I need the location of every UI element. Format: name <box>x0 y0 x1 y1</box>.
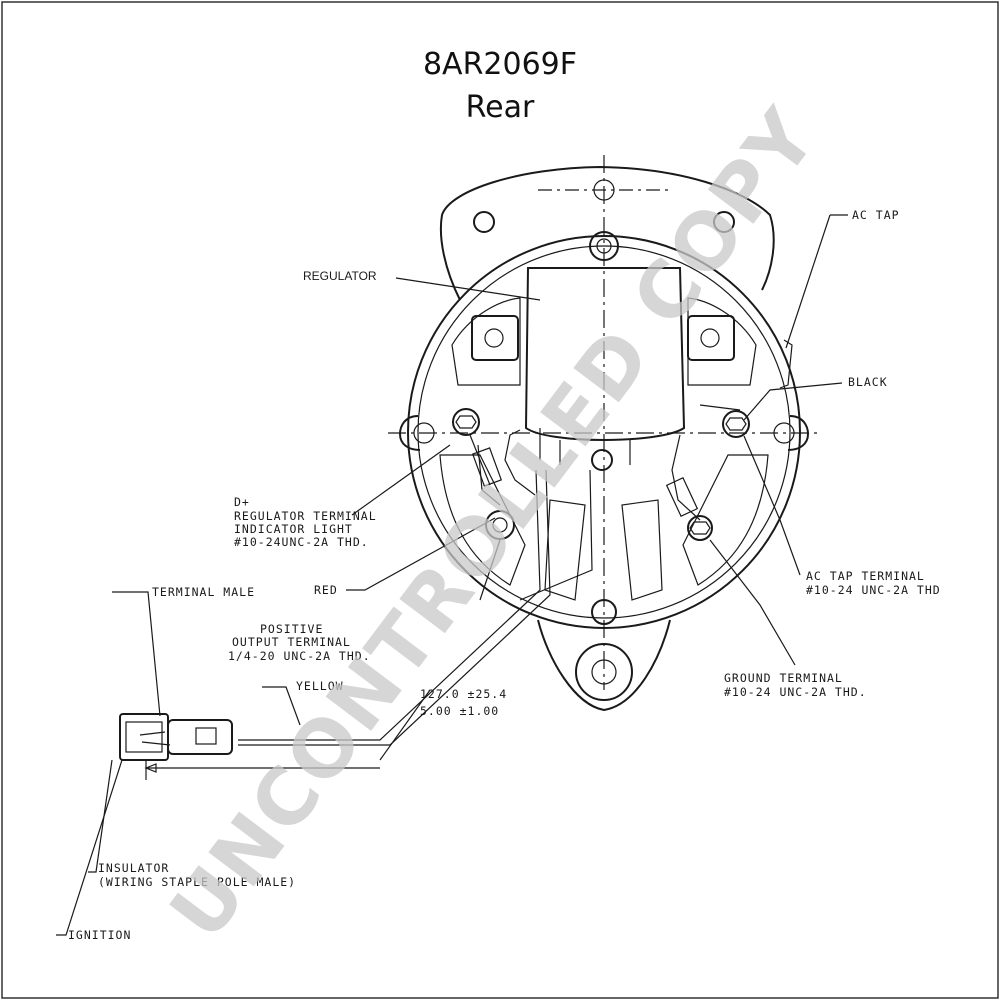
label-dimension-mm: 127.0 ±25.4 <box>420 687 507 701</box>
label-regulator-thread: #10-24UNC-2A THD. <box>234 535 369 549</box>
internal-wires <box>469 404 741 521</box>
label-ac-tap-thread: #10-24 UNC-2A THD <box>806 583 941 597</box>
label-ground-thread: #10-24 UNC-2A THD. <box>724 685 867 699</box>
label-yellow: YELLOW <box>296 679 344 693</box>
label-ground-terminal: GROUND TERMINAL <box>724 671 843 685</box>
label-ignition: IGNITION <box>68 928 131 942</box>
output-harness <box>119 469 593 780</box>
label-ac-tap-terminal: AC TAP TERMINAL <box>806 569 925 583</box>
regulator-box <box>524 267 686 465</box>
label-terminal-male: TERMINAL MALE <box>152 585 255 599</box>
label-output-thread: 1/4-20 UNC-2A THD. <box>228 649 371 663</box>
label-dimension-in: 5.00 ±1.00 <box>420 704 499 718</box>
label-d-plus: D+ <box>234 495 250 509</box>
label-insulator: INSULATOR <box>98 861 169 875</box>
drawing-subtitle: Rear <box>466 90 535 125</box>
label-positive: POSITIVE <box>260 622 323 636</box>
label-indicator-light: INDICATOR LIGHT <box>234 522 353 536</box>
label-ac-tap: AC TAP <box>852 208 900 222</box>
label-black: BLACK <box>848 375 888 389</box>
leader-lines <box>56 214 848 936</box>
label-output-terminal: OUTPUT TERMINAL <box>232 635 351 649</box>
label-wiring-staple: (WIRING STAPLE POLE MALE) <box>98 875 296 889</box>
drawing-title: 8AR2069F <box>423 47 577 82</box>
terminal-studs <box>452 408 750 541</box>
label-regulator-terminal: REGULATOR TERMINAL <box>234 509 377 523</box>
label-regulator: REGULATOR <box>303 269 377 283</box>
label-red: RED <box>314 583 338 597</box>
